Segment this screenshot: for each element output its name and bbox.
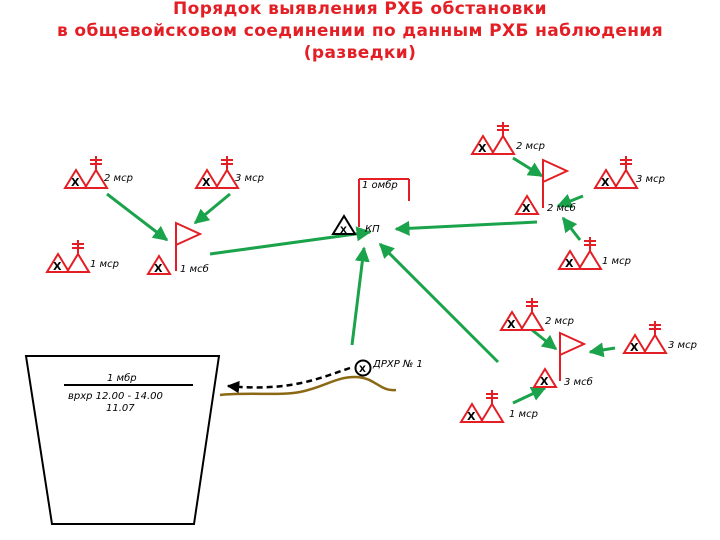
post-mark: X xyxy=(154,262,163,275)
post-mark: X xyxy=(53,260,62,273)
kp-flag-icon xyxy=(358,178,410,227)
kp-label: КП xyxy=(365,224,380,235)
post-icon: X xyxy=(460,389,504,423)
arrow-g2-3msr xyxy=(556,194,584,208)
flag-icon xyxy=(542,159,568,209)
group2-post-1msr: 1 мср xyxy=(602,256,631,267)
post-mark: X xyxy=(467,410,476,423)
arrow-drhr-kp xyxy=(350,246,370,346)
post-mark: X xyxy=(540,375,549,388)
report-arrows xyxy=(106,156,616,405)
post-mark: X xyxy=(478,142,487,155)
group2-post-2msr: 2 мср xyxy=(516,141,545,152)
post-icon: X xyxy=(515,195,539,215)
drhr-label: ДРХР № 1 xyxy=(372,359,423,370)
mbr-area-time: врхр 12.00 - 14.00 xyxy=(68,391,163,402)
drhr-route xyxy=(226,366,351,394)
mbr-area-outline xyxy=(24,355,221,525)
arrow-g1-3msr xyxy=(193,192,231,225)
post-icon: X xyxy=(147,255,171,275)
group2-flag-label: 2 мсб xyxy=(547,202,576,214)
post-icon: X xyxy=(195,155,239,189)
post-icon: X xyxy=(623,320,667,354)
arrow-g2-1msr xyxy=(561,216,582,241)
mbr-area: 1 мбр врхр 12.00 - 14.00 11.07 xyxy=(24,355,221,525)
arrow-g3-3msr xyxy=(588,342,616,358)
flag-icon xyxy=(559,332,585,382)
group1-post-3msr: 3 мср xyxy=(235,173,264,184)
kp-node: 1 омбр X КП xyxy=(331,178,410,236)
kp-triangle-icon: X xyxy=(331,214,357,236)
kp-mark: X xyxy=(340,226,347,236)
group3-flag-label: 3 мсб xyxy=(564,376,593,388)
group3-post-1msr: 1 мср xyxy=(509,409,538,420)
post-mark: X xyxy=(522,202,531,215)
drhr-mark: X xyxy=(359,365,366,375)
arrow-g3-1msr xyxy=(512,386,547,405)
group3-post-2msr: 2 мср xyxy=(545,316,574,327)
mbr-area-date: 11.07 xyxy=(106,403,135,414)
drhr-node: X ДРХР № 1 xyxy=(354,359,423,377)
post-icon: X xyxy=(500,297,544,331)
post-mark: X xyxy=(601,176,610,189)
arrow-3msb-kp xyxy=(378,242,500,364)
title-line-1: Порядок выявления РХБ обстановки xyxy=(173,0,547,19)
group1-flag-label: 1 мсб xyxy=(180,263,209,275)
post-icon: X xyxy=(46,239,90,273)
post-mark: X xyxy=(507,318,516,331)
group-2msb: 2 мсб X X 2 мср X 3 мср X 1 мср xyxy=(471,121,665,270)
arrow-g3-2msr xyxy=(531,328,558,351)
arrow-g2-2msr xyxy=(512,156,544,178)
group2-post-3msr: 3 мср xyxy=(636,174,665,185)
post-icon: X xyxy=(64,155,108,189)
group1-post-2msr: 2 мср xyxy=(104,173,133,184)
post-icon: X xyxy=(594,155,638,189)
group3-post-3msr: 3 мср xyxy=(668,340,697,351)
kp-flag-label: 1 омбр xyxy=(362,179,398,191)
post-icon: X xyxy=(471,121,515,155)
mbr-area-label: 1 мбр xyxy=(107,372,137,384)
post-mark: X xyxy=(71,176,80,189)
post-mark: X xyxy=(202,176,211,189)
title-line-3: (разведки) xyxy=(303,43,417,63)
post-mark: X xyxy=(630,341,639,354)
post-mark: X xyxy=(565,257,574,270)
arrow-2msb-kp xyxy=(394,220,538,236)
group-3msb: 3 мсб X X 2 мср X 3 мср X 1 мср xyxy=(460,297,697,423)
drhr-circle-icon xyxy=(354,359,372,377)
group1-post-1msr: 1 мср xyxy=(90,259,119,270)
arrow-1msb-kp xyxy=(209,226,372,256)
terrain-line xyxy=(219,375,397,397)
arrow-g1-2msr xyxy=(106,192,169,242)
post-icon: X xyxy=(533,368,557,388)
title-line-2: в общевойсковом соединении по данным РХБ… xyxy=(56,21,664,41)
post-icon: X xyxy=(558,236,602,270)
page-title: Порядок выявления РХБ обстановки в общев… xyxy=(0,0,720,64)
group-1msb: 1 мсб X X 2 мср X 3 мср X 1 мср xyxy=(46,155,264,275)
